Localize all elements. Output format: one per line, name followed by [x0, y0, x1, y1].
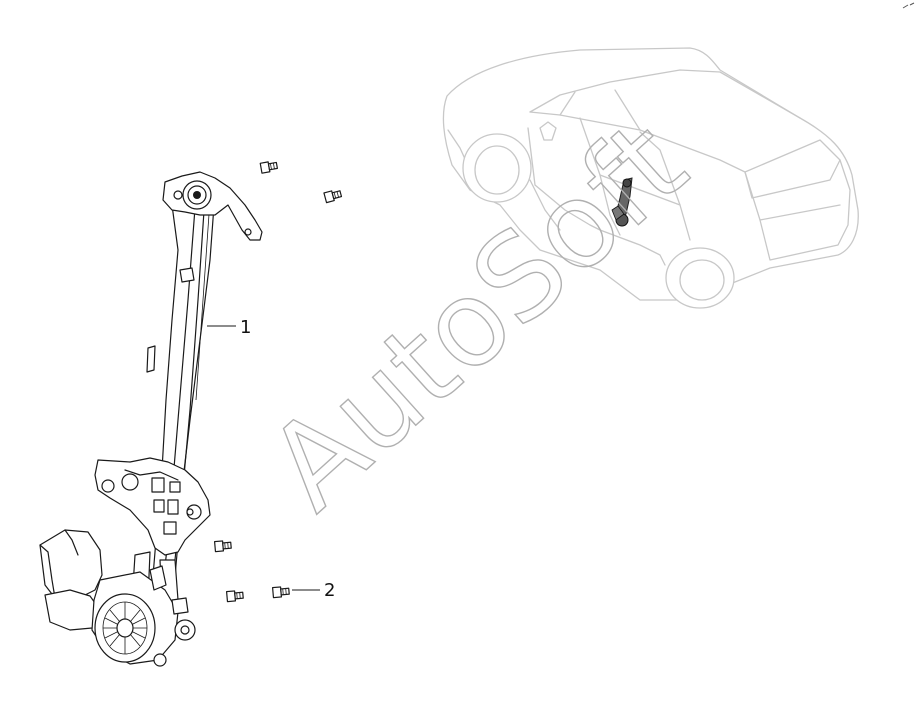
regulator-location-marker [611, 177, 633, 227]
callout-label-2: 2 [324, 580, 335, 601]
callout-1: 1 [207, 317, 251, 338]
bolt [271, 586, 290, 599]
callout-2: 2 [292, 580, 335, 601]
bolt [213, 540, 232, 553]
window-regulator-assembly [39, 171, 263, 667]
bolt [323, 190, 343, 204]
callout-label-1: 1 [240, 317, 251, 338]
corner-mark [902, 2, 915, 9]
vehicle-locator-illustration [442, 47, 859, 309]
bolt [225, 590, 244, 603]
bolt [259, 161, 278, 174]
bolt-set [213, 161, 343, 603]
